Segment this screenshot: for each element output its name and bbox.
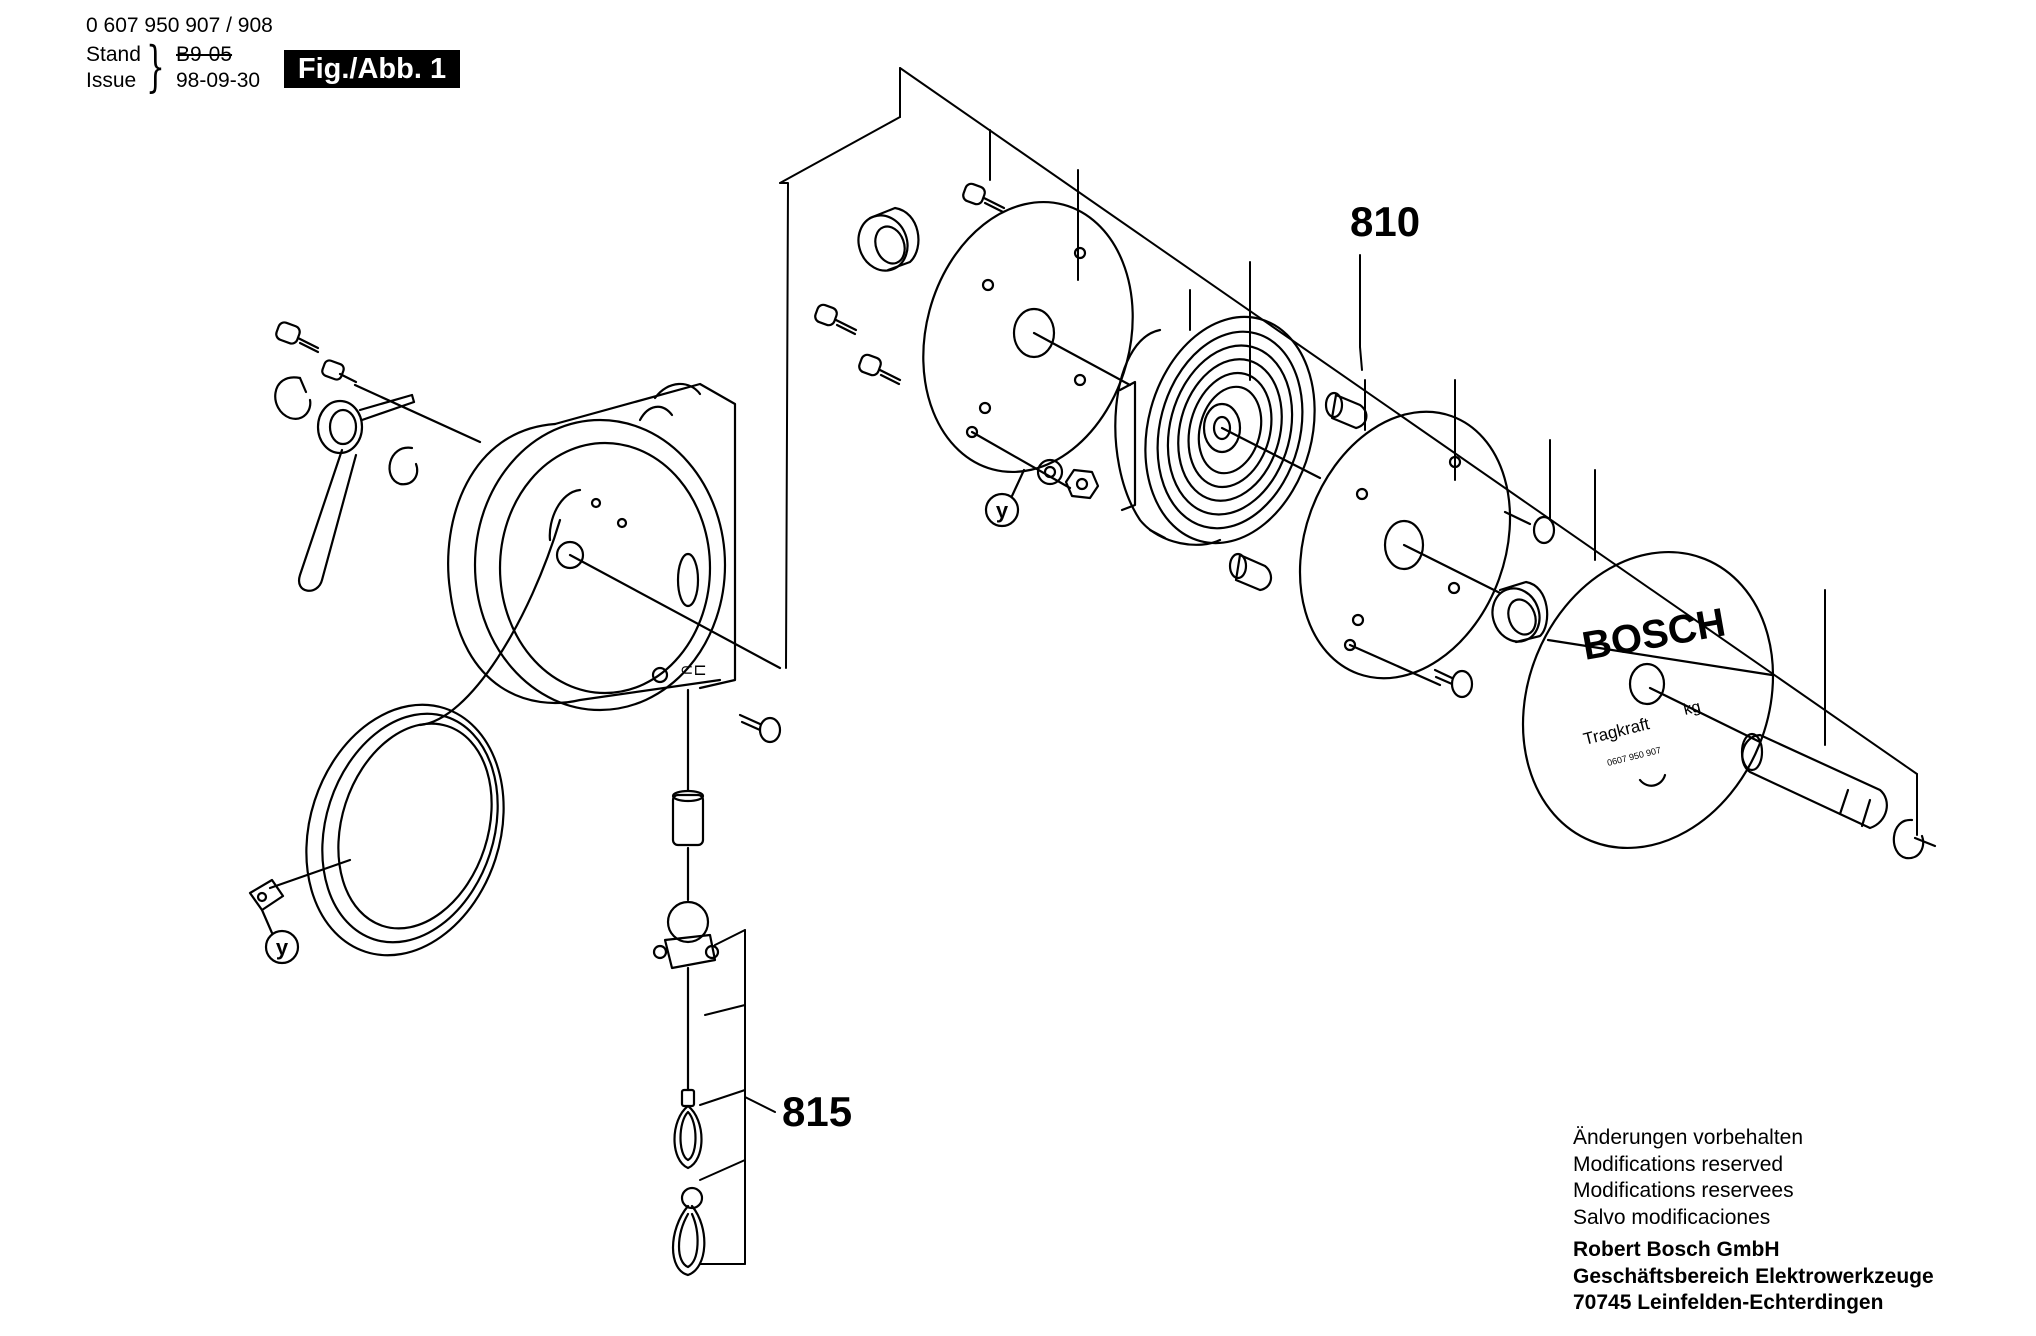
cover-part-number: 0607 950 907 (1606, 745, 1662, 768)
housing-leader-bracket (779, 116, 901, 669)
screw-housing (738, 713, 782, 744)
group-815-leader (699, 929, 776, 1265)
stand-label: Stand (86, 43, 141, 66)
group-callout-815: 815 (782, 1088, 853, 1135)
torsion-spring-lever (297, 383, 482, 592)
cover-load-label: Tragkraft (1581, 714, 1651, 749)
screw-top-left-1 (275, 321, 320, 354)
svg-text:⊂⊏: ⊂⊏ (680, 662, 707, 679)
front-plate-upper (922, 200, 1134, 490)
washer (1036, 458, 1064, 486)
hex-nut (1064, 468, 1100, 500)
issue-date: 98-09-30 (176, 69, 261, 92)
cable-assembly (652, 688, 720, 1277)
screw-upper-2 (814, 303, 858, 336)
screw-right-1 (1503, 510, 1556, 545)
screw-upper-1 (962, 182, 1006, 214)
ref-marker-label: y (276, 935, 289, 960)
ref-marker-right: y (984, 468, 1026, 528)
group-callout-810: 810 (1350, 198, 1421, 245)
coiled-cable (268, 518, 562, 957)
screw-upper-3 (858, 353, 902, 386)
ref-marker-label: y (996, 498, 1009, 523)
screw-top-left-2 (321, 359, 358, 384)
company-name: Robert Bosch GmbH (1573, 1238, 1780, 1261)
spacer-lower (1228, 552, 1273, 592)
spiral-spring-cassette (1114, 315, 1322, 546)
figure-badge: Fig./Abb. 1 (284, 50, 460, 88)
company-address: 70745 Leinfelden-Echterdingen (1573, 1291, 1884, 1314)
circlip-small (388, 446, 419, 486)
stand-value: B9-05 (176, 43, 233, 66)
housing: ⊂⊏ (447, 382, 782, 712)
bearing-bush-top (857, 206, 920, 272)
rear-plate (1298, 410, 1512, 687)
notice-spanish: Salvo modificaciones (1573, 1205, 1771, 1229)
bearing-bush-right (1491, 580, 1549, 644)
issue-label: Issue (86, 69, 137, 92)
footer-notice: Änderungen vorbehalten Modifications res… (1573, 1125, 2013, 1317)
circlip-right (1892, 818, 1937, 860)
document-number: 0 607 950 907 / 908 (86, 14, 273, 37)
circlip-left (274, 376, 312, 420)
screw-right-2 (1433, 668, 1474, 699)
cover-brand-text: BOSCH (1579, 600, 1729, 668)
cable-end-terminal (248, 878, 285, 912)
notice-german: Änderungen vorbehalten (1573, 1126, 1804, 1149)
group-810-leader-frame (899, 67, 1918, 836)
notice-english: Modifications reserved (1573, 1152, 1784, 1176)
company-division: Geschäftsbereich Elektrowerkzeuge (1573, 1264, 1934, 1288)
axle-shaft (1740, 732, 1888, 830)
spacer-upper (1324, 391, 1368, 430)
notice-french: Modifications reservees (1573, 1179, 1794, 1202)
cover-plate: BOSCH Tragkraft kg 0607 950 907 (1521, 550, 1775, 850)
brace-glyph: } (146, 35, 165, 98)
ref-marker-left: y (260, 908, 300, 965)
